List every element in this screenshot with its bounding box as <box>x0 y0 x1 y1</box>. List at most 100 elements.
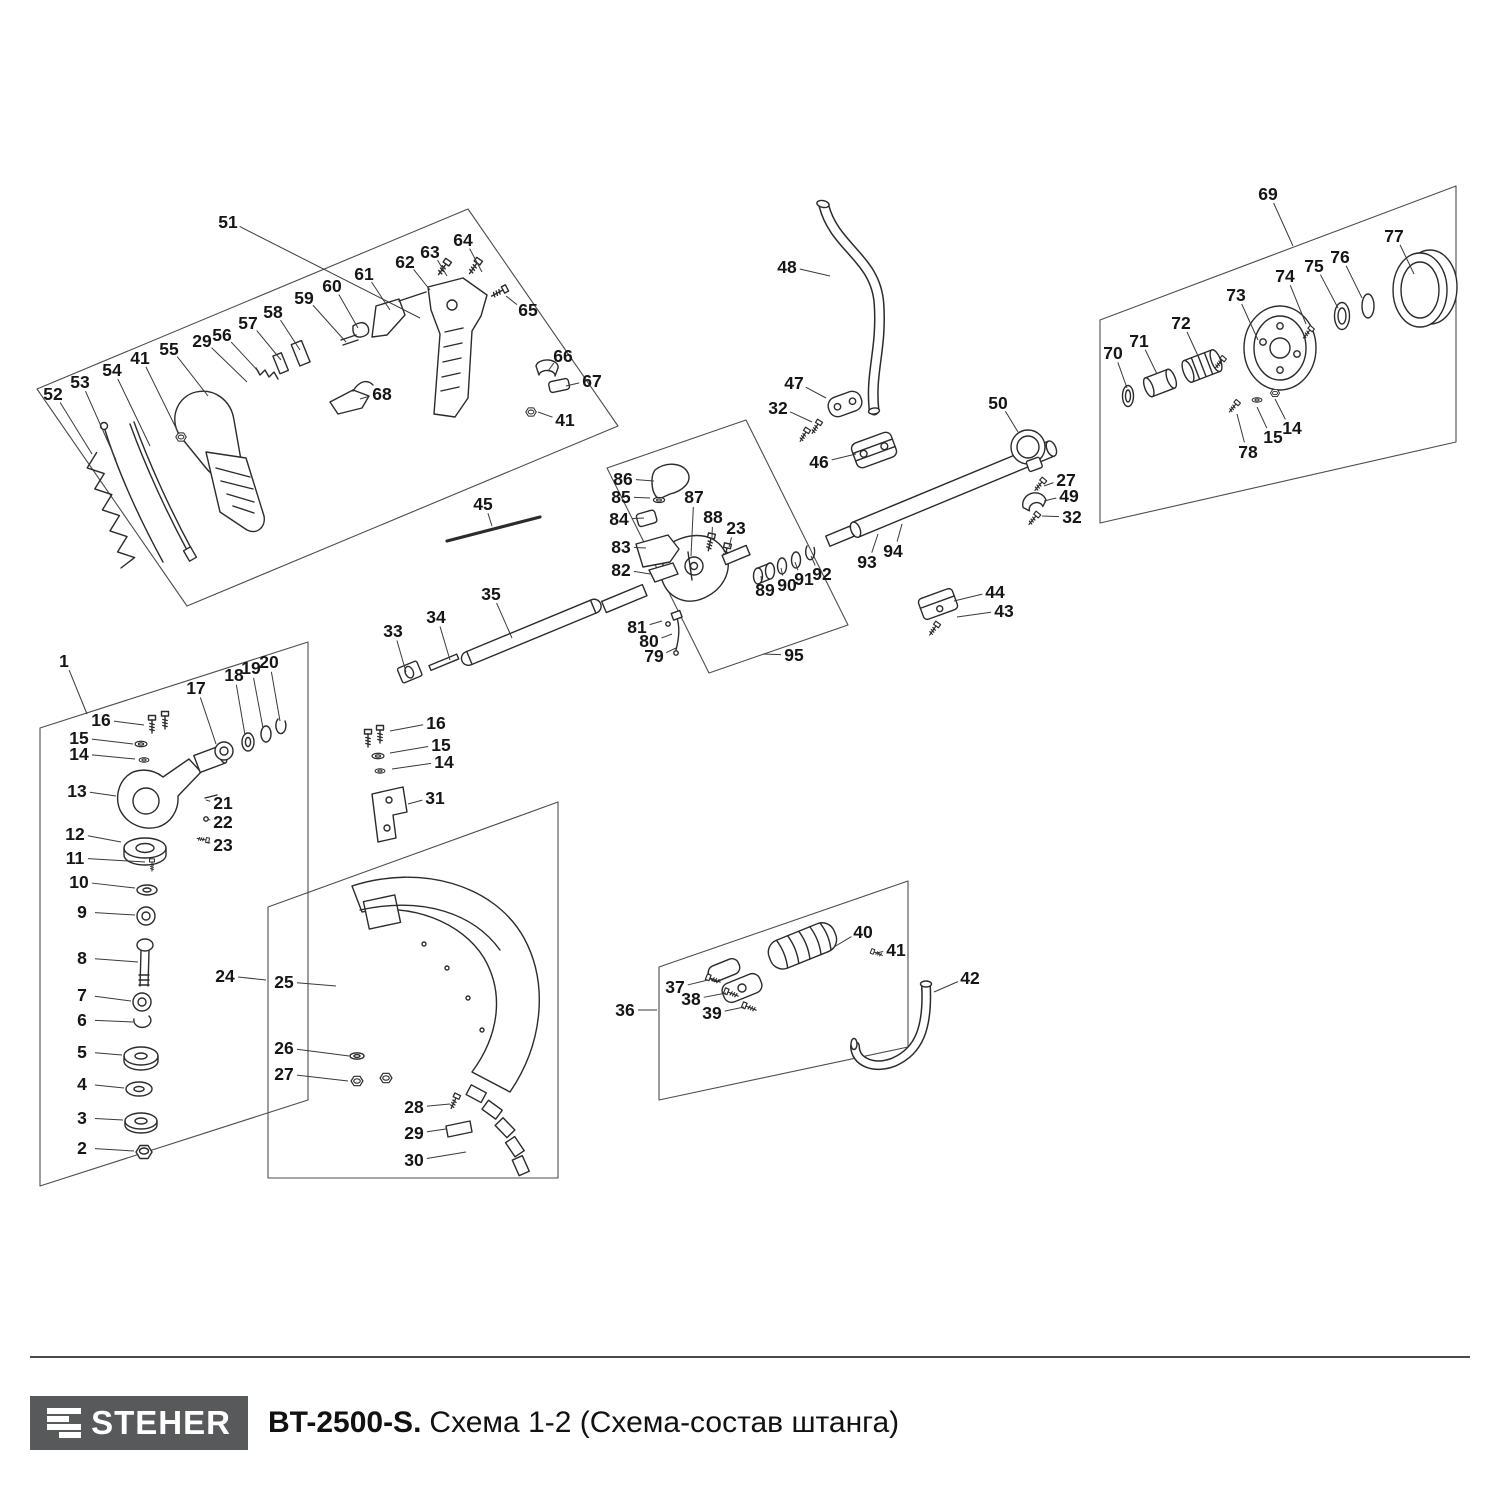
leader-line <box>207 818 211 821</box>
part-number: 78 <box>1238 442 1258 462</box>
leader-line <box>1273 202 1294 247</box>
leader-line <box>91 754 136 760</box>
gearbox-assembly-drawing <box>116 710 408 1160</box>
part-number: 20 <box>259 652 279 672</box>
part-number: 29 <box>404 1123 424 1143</box>
leader-line <box>875 950 884 954</box>
part-number: 56 <box>212 325 232 345</box>
leader-line <box>211 347 248 383</box>
leader-line <box>296 1048 350 1057</box>
leader-line <box>1004 410 1019 433</box>
part-number: 85 <box>611 487 631 507</box>
part-number: 10 <box>69 872 89 892</box>
leader-line <box>794 561 799 571</box>
leader-line <box>635 479 655 482</box>
part-number: 23 <box>726 518 746 538</box>
part-number: 51 <box>218 212 238 232</box>
part-number: 47 <box>784 373 803 393</box>
steher-logo: STEHER <box>30 1396 248 1450</box>
clutch-housing-assembly-drawing <box>1121 249 1458 415</box>
part-number: 42 <box>960 968 980 988</box>
leader-line <box>633 546 647 549</box>
leader-line <box>94 912 136 916</box>
boom-tube-drawing <box>797 199 1058 638</box>
leader-line <box>505 295 518 306</box>
part-number: 60 <box>322 276 342 296</box>
part-number: 33 <box>383 621 403 641</box>
part-number: 90 <box>777 575 797 595</box>
part-number: 8 <box>77 948 87 968</box>
leader-line <box>799 268 831 277</box>
part-number: 24 <box>215 966 235 986</box>
leader-line <box>789 411 813 423</box>
leader-line <box>206 841 211 844</box>
leader-line <box>1186 331 1200 359</box>
leader-line <box>371 281 391 311</box>
part-number: 58 <box>263 302 283 322</box>
leader-line <box>933 981 959 993</box>
leader-line <box>87 858 146 863</box>
part-number: 32 <box>1062 507 1082 527</box>
part-number: 16 <box>91 710 111 730</box>
leader-line <box>205 799 211 802</box>
part-number: 75 <box>1304 256 1324 276</box>
leader-line <box>407 799 423 805</box>
guard-assembly-drawing <box>349 876 540 1177</box>
part-number: 89 <box>755 580 775 600</box>
part-number: 92 <box>812 564 832 584</box>
part-number-labels: 5163646261605965585756295541545352666768… <box>43 184 1415 1170</box>
part-number: 91 <box>794 569 814 589</box>
part-number: 95 <box>784 645 804 665</box>
leader-line <box>113 720 145 726</box>
part-number: 11 <box>66 848 85 868</box>
leader-line <box>437 259 448 277</box>
leader-line <box>94 995 132 1002</box>
leader-line <box>703 992 727 998</box>
leader-line <box>235 684 246 736</box>
leader-line <box>312 304 347 343</box>
part-number: 9 <box>77 902 87 922</box>
part-number: 26 <box>274 1038 294 1058</box>
leader-line <box>687 979 709 986</box>
leader-line <box>871 533 879 553</box>
part-number: 45 <box>473 494 493 514</box>
leader-line <box>661 633 673 639</box>
part-number: 41 <box>130 348 150 368</box>
leader-line <box>666 647 677 654</box>
part-number: 21 <box>213 793 233 813</box>
leader-line <box>426 1151 467 1159</box>
part-number: 79 <box>644 646 664 666</box>
leader-line <box>94 1084 125 1089</box>
steher-logo-icon <box>47 1408 82 1438</box>
part-number: 76 <box>1330 247 1350 267</box>
part-number: 57 <box>238 313 257 333</box>
part-number: 15 <box>431 735 451 755</box>
leader-line <box>780 567 784 576</box>
leader-line <box>91 738 134 745</box>
part-number: 38 <box>681 989 701 1009</box>
leader-line <box>426 1128 447 1133</box>
part-number: 61 <box>354 264 374 284</box>
part-number: 49 <box>1059 486 1079 506</box>
leader-line <box>391 762 432 770</box>
part-number: 28 <box>404 1097 424 1117</box>
part-number: 43 <box>994 601 1014 621</box>
part-number: 29 <box>192 331 212 351</box>
leader-line <box>237 976 267 981</box>
leader-line <box>1241 303 1259 341</box>
leader-line <box>280 319 301 351</box>
leader-line <box>1320 274 1339 309</box>
leader-line <box>1274 398 1286 420</box>
part-number: 69 <box>1258 184 1278 204</box>
part-number: 16 <box>426 713 446 733</box>
part-number: 7 <box>77 985 87 1005</box>
part-number: 48 <box>777 257 797 277</box>
part-number: 35 <box>481 584 501 604</box>
leader-line <box>896 523 903 542</box>
leader-line <box>338 294 359 329</box>
leader-line <box>1043 482 1054 487</box>
part-number: 71 <box>1129 331 1149 351</box>
leader-line <box>833 936 852 948</box>
part-number: 82 <box>611 560 631 580</box>
